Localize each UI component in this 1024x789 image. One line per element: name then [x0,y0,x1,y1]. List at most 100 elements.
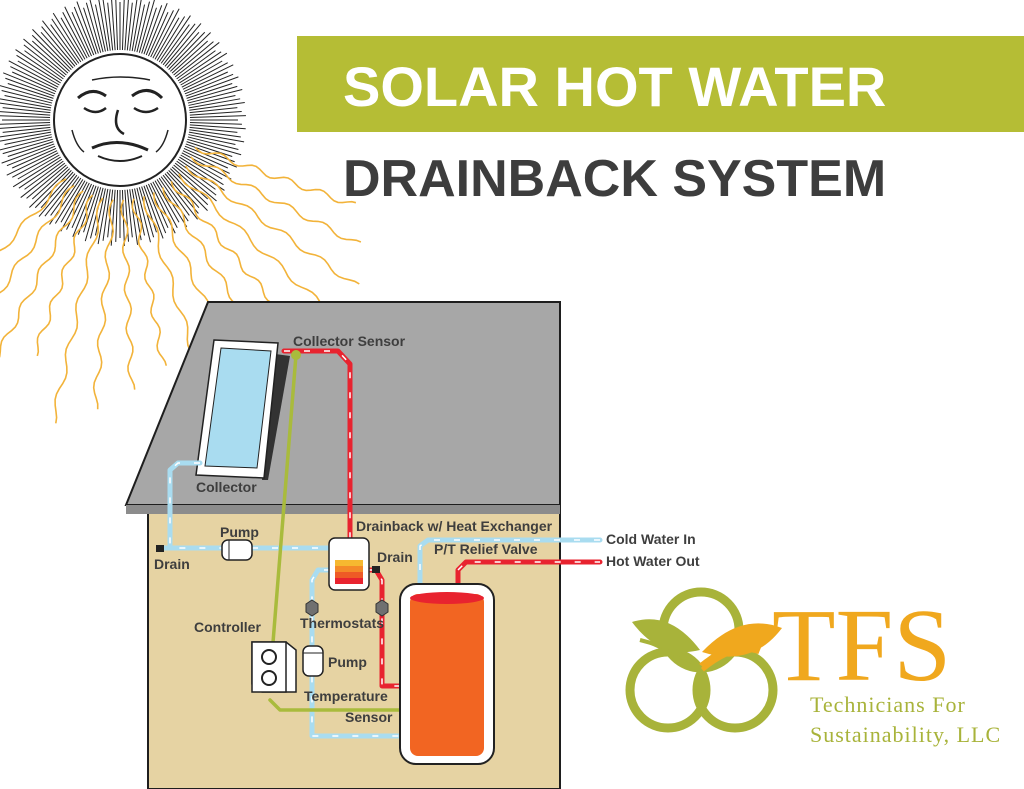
sun-ray-fine [111,0,116,51]
sun-ray-fine [6,145,56,167]
sun-ray-fine [60,180,86,223]
sun-ray-fine [16,54,61,84]
sun-ray-fine [7,141,54,157]
label-collector-sensor: Collector Sensor [293,333,406,349]
sun-ray-fine [158,15,191,63]
sun-ray-fine [77,185,97,235]
sun-ray-fine [170,32,211,72]
sun-ray-fine [31,34,70,72]
sun-ray-fine [179,156,224,186]
sun-ray-fine [31,166,69,200]
sun-ray-fine [162,174,198,220]
label-temperature: Temperature [304,688,388,704]
sun-ray-fine [183,148,229,169]
sun-ray-fine [2,126,51,133]
sun-ray-fine [143,5,163,55]
sun-ray-fine [5,77,55,97]
sun-ray-fine [94,188,106,236]
sun-ray-fine [4,94,52,106]
sun-ray-fine [15,49,63,82]
title-line-1: SOLAR HOT WATER [343,55,886,118]
sun-ray-fine [7,83,54,99]
sun-ray-gold [190,156,362,243]
sun-ray-fine [152,181,178,228]
sun-ray-fine [107,2,114,51]
sun-ray-fine [84,187,102,242]
label-pump-upper: Pump [220,524,259,540]
sun-ray-fine [29,168,70,208]
sun-ray-fine [160,176,190,216]
sun-ray-fine [40,171,74,209]
sun-ray-fine [162,23,196,66]
sun-ray-fine [62,12,88,59]
sun-ray-fine [60,17,86,60]
sun-ray-fine [85,2,102,53]
sun-ray-fine [0,111,51,116]
sun-ray-fine [129,0,138,51]
sun-ray-fine [38,173,76,217]
sun-ray-fine [26,164,67,199]
sun-ray-fine [150,10,174,58]
controller-box [251,641,297,693]
sun-ray-fine [64,6,90,58]
sun-ray-fine [72,184,95,238]
sun-ray-fine [187,136,239,150]
sun-ray-fine [41,26,76,67]
sun-ray-fine [187,85,238,102]
label-drain-left: Drain [154,556,190,572]
sun-ray-fine [83,7,99,54]
thermostat-left [305,599,319,617]
tfs-logo-mark-icon [625,587,778,733]
sun-ray-fine [136,187,151,243]
sun-ray-fine [11,148,57,169]
sun-ray-fine [17,60,60,86]
sun-ray-fine [189,124,246,130]
sun-ray-fine [154,17,180,60]
sun-ray-fine [54,179,84,224]
sun-ray-fine [17,154,60,180]
sun-ray-fine [12,156,61,188]
sun-ray-fine [174,162,217,196]
drain-valve-left [156,545,164,552]
sun-ray-fine [0,121,51,125]
sun-ray-gold [92,199,115,410]
sun-ray-fine [136,1,150,53]
sun-ray-fine [187,89,243,104]
sun-ray-fine [176,50,216,80]
sun-ray-fine [185,76,239,97]
sun-ray-fine [50,24,80,64]
sun-ray-fine [186,83,233,99]
sun-ray-fine [189,110,242,116]
sun-ray-fine [168,170,208,211]
sun-ray-fine [188,131,245,143]
sun-ray-gold [0,190,84,358]
sun-ray-fine [184,73,234,95]
label-sensor: Sensor [345,709,393,725]
sun-ray-fine [160,24,190,64]
sun-ray-fine [11,71,57,92]
sun-ray-gold [36,194,94,357]
sun-ray-fine [44,174,78,217]
sun-rays [0,0,362,424]
sun-ray-fine [31,40,69,74]
sun-ray-fine [143,185,164,239]
sun-ray-fine [52,12,84,61]
sun-ray-fine [0,136,53,151]
label-pump-lower: Pump [328,654,367,670]
sun-ray-fine [189,121,242,125]
label-drainback: Drainback w/ Heat Exchanger [356,518,553,534]
sun-ray-fine [168,31,206,70]
sun-ray-fine [148,11,169,57]
sun-ray-fine [131,0,142,52]
sun-face-icon [53,53,187,187]
sun-ray-fine [0,98,52,109]
sun-ray-fine [18,158,63,189]
tfs-logo-letters: TFS [772,588,951,703]
label-collector: Collector [196,479,257,495]
thermostat-right [375,599,389,617]
sun-ray-fine [23,38,67,76]
sun-ray-fine [189,107,238,114]
sun-ray-fine [50,176,80,216]
sun-ray-gold [0,184,75,294]
sun-ray-fine [24,160,64,190]
